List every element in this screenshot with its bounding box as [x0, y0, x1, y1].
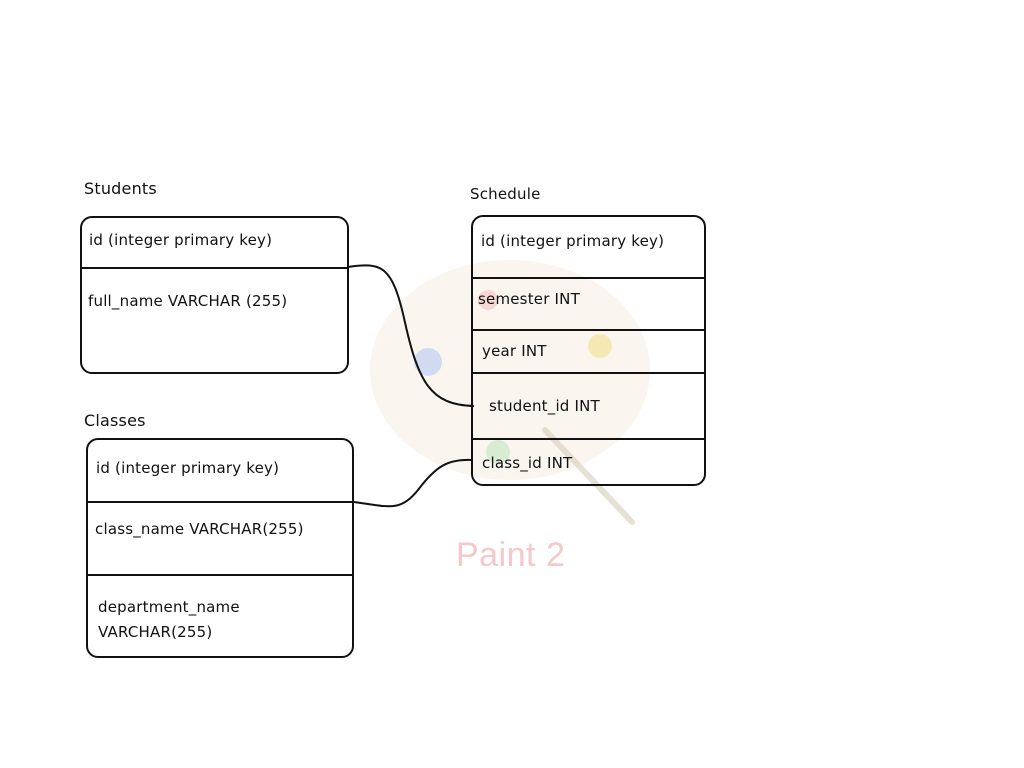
schedule-divider-1 [472, 277, 706, 279]
classes-to-schedule-link [353, 458, 473, 508]
schedule-divider-3 [472, 372, 706, 374]
students-full-name-field: full_name VARCHAR (255) [88, 292, 288, 310]
students-divider [81, 267, 348, 269]
schedule-divider-4 [472, 438, 706, 440]
classes-divider-1 [87, 501, 353, 503]
classes-table[interactable] [86, 438, 354, 658]
classes-class-name-field: class_name VARCHAR(255) [95, 520, 304, 538]
schedule-table[interactable] [471, 215, 706, 486]
schedule-class-id-field: class_id INT [482, 454, 573, 472]
schedule-student-id-field: student_id INT [489, 397, 600, 415]
classes-divider-2 [87, 574, 353, 576]
classes-id-field: id (integer primary key) [96, 459, 280, 477]
classes-table-title: Classes [84, 411, 146, 430]
schedule-id-field: id (integer primary key) [481, 232, 665, 250]
schedule-year-field: year INT [482, 342, 547, 360]
students-id-field: id (integer primary key) [89, 231, 273, 249]
schedule-semester-field: semester INT [478, 290, 580, 308]
students-table[interactable] [80, 216, 349, 374]
students-to-schedule-link [347, 264, 475, 407]
schedule-divider-2 [472, 329, 706, 331]
watermark-text: Paint 2 [456, 536, 566, 574]
schedule-table-title: Schedule [470, 185, 541, 203]
classes-department-name-field: department_name VARCHAR(255) [98, 598, 240, 641]
students-table-title: Students [84, 179, 157, 198]
